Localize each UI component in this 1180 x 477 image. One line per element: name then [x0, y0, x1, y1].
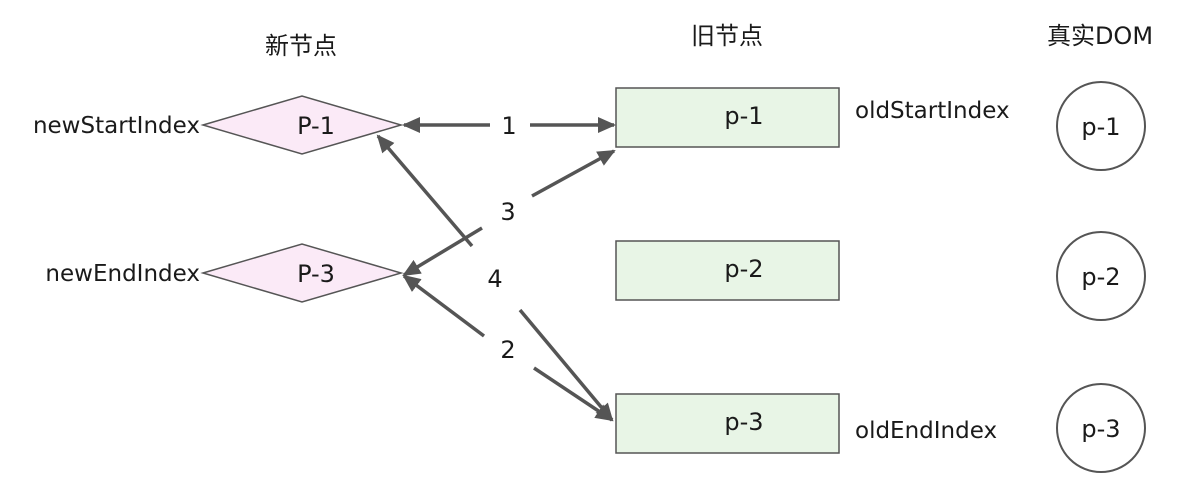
step-3-arrow-down: [402, 226, 483, 277]
step-4-label: 4: [487, 265, 502, 293]
real-dom-node-2-label: p-2: [1081, 263, 1120, 291]
real-dom-node-2-shape: [1056, 231, 1146, 321]
old-node-1-shape: [615, 87, 840, 148]
step-2-label: 2: [500, 336, 515, 364]
real-dom-node-3-label: p-3: [1081, 415, 1120, 443]
old-node-2-label: p-2: [724, 255, 763, 283]
step-2-arrow-down: [533, 366, 614, 422]
old-node-2-shape: [615, 240, 840, 301]
real-dom-node-3-shape: [1056, 383, 1146, 473]
step-2-arrow-up: [402, 274, 486, 338]
step-3-label: 3: [500, 198, 515, 226]
old-node-3-label: p-3: [724, 408, 763, 436]
new-end-node-label: P-3: [297, 260, 335, 288]
step-4-arrow-up: [376, 134, 474, 248]
new-start-pointer-label: newStartIndex: [33, 113, 200, 139]
new-start-node-shape: [200, 95, 404, 155]
old-start-pointer-label: oldStartIndex: [855, 98, 1010, 124]
new-nodes-header: 新节点: [265, 32, 337, 60]
step-4-arrow-down: [518, 308, 614, 422]
real-dom-node-1-shape: [1056, 81, 1146, 171]
old-node-1-label: p-1: [724, 102, 763, 130]
step-1-label: 1: [501, 112, 516, 140]
new-end-node-shape: [200, 243, 404, 303]
real-dom-header: 真实DOM: [1047, 22, 1153, 50]
new-end-pointer-label: newEndIndex: [45, 261, 200, 287]
old-nodes-header: 旧节点: [691, 22, 763, 50]
old-node-3-shape: [615, 393, 840, 454]
step-3-arrow-up: [531, 149, 616, 198]
real-dom-node-1-label: p-1: [1081, 113, 1120, 141]
new-start-node-label: P-1: [297, 112, 335, 140]
old-end-pointer-label: oldEndIndex: [855, 418, 997, 444]
